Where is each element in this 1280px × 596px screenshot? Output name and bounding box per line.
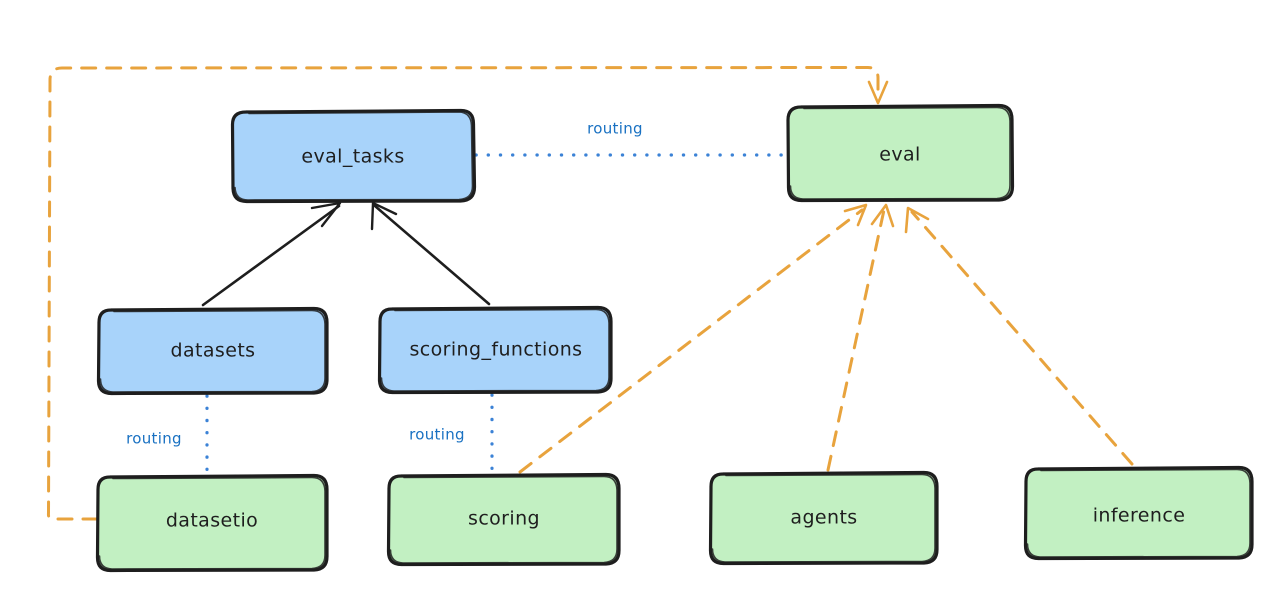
edge-scoring-to-eval bbox=[518, 203, 868, 474]
node-scoring[interactable]: scoring bbox=[386, 472, 621, 567]
edge-inference-to-eval bbox=[904, 206, 1134, 466]
node-inference[interactable]: inference bbox=[1023, 465, 1254, 561]
node-eval-tasks[interactable]: eval_tasks bbox=[230, 108, 477, 204]
node-eval[interactable]: eval bbox=[786, 103, 1015, 203]
edge-scoring_functions-to-eval_tasks bbox=[370, 201, 491, 306]
node-label-datasets: datasets bbox=[171, 340, 256, 362]
edge-datasetio-to-eval bbox=[46, 66, 889, 521]
edge-agents-to-eval bbox=[826, 203, 895, 472]
node-datasets[interactable]: datasets bbox=[96, 306, 329, 396]
edge-label-routing-eval-tasks: routing bbox=[587, 120, 643, 138]
edge-label-routing-scoring-functions: routing bbox=[409, 426, 465, 444]
edge-datasets-to-eval_tasks bbox=[201, 201, 342, 307]
node-label-scoring-functions: scoring_functions bbox=[410, 339, 583, 361]
node-label-agents: agents bbox=[790, 507, 857, 529]
node-datasetio[interactable]: datasetio bbox=[95, 473, 329, 573]
node-label-inference: inference bbox=[1093, 505, 1186, 527]
node-label-datasetio: datasetio bbox=[166, 510, 258, 532]
node-label-scoring: scoring bbox=[468, 508, 540, 530]
node-label-eval-tasks: eval_tasks bbox=[301, 146, 404, 168]
node-scoring-functions[interactable]: scoring_functions bbox=[377, 305, 613, 395]
edge-label-routing-datasets: routing bbox=[126, 430, 182, 448]
node-agents[interactable]: agents bbox=[708, 470, 939, 566]
node-label-eval: eval bbox=[879, 144, 920, 166]
